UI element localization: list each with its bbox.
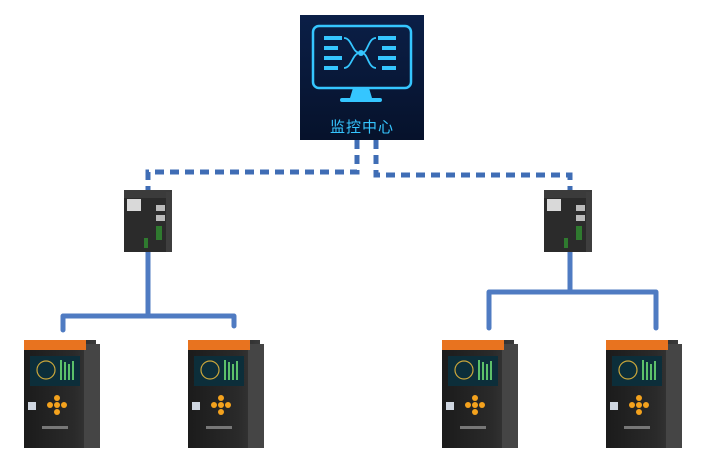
monitoring-center-label: 监控中心 [329,118,394,136]
device-2 [188,340,264,448]
downlink-left-bus [60,313,237,333]
dashed-uplinks [145,140,573,192]
device-3 [442,340,518,448]
device-4 [606,340,682,448]
gateway-right [544,190,592,252]
monitoring-center-panel [300,15,424,140]
gateway-left [124,190,172,252]
downlink-right-bus [486,289,659,331]
solid-downlinks [60,247,659,333]
monitor-network-icon [311,24,413,102]
monitoring-center [300,15,424,140]
uplink-left [145,140,360,192]
uplink-right [373,140,573,192]
device-1 [24,340,100,448]
